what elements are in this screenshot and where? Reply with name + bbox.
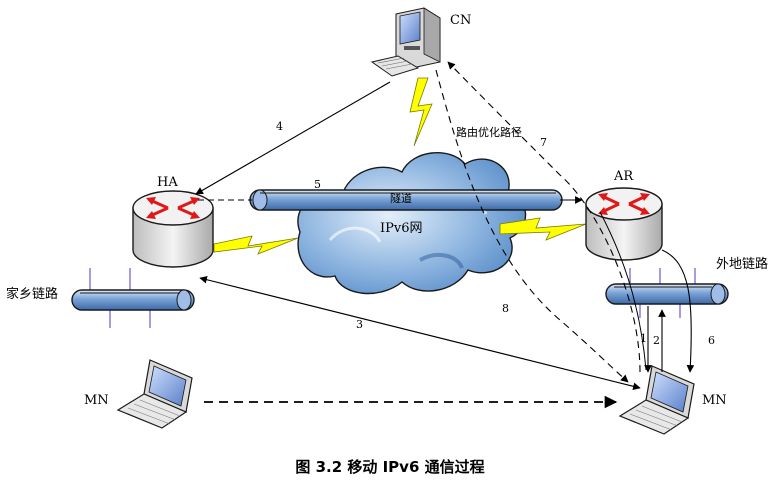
step-label-2: 2 [653,334,660,347]
tunnel-pipe [249,189,563,211]
arrow-3-mn-ha [199,275,641,391]
step-label-5: 5 [314,178,321,191]
node-label-ar: AR [613,169,634,184]
step-label-7: 7 [540,136,547,149]
lightning-bolt-cn [409,77,433,147]
node-label-mn-left: MN [84,393,109,408]
lightning-bolt-ar [499,217,587,241]
ha-router [132,190,214,268]
step-label-3: 3 [356,318,363,331]
arrow-6-ar-to-mn [661,249,695,373]
step-label-1: 1 [640,332,647,345]
arrow-4-cn-to-ha [195,81,391,195]
home-link-label: 家乡链路 [6,286,58,302]
cn-computer-icon [370,7,441,77]
arrow-7-route-optimization [447,61,641,373]
mn-laptop-right-icon [618,365,695,435]
step-label-4: 4 [276,120,283,133]
node-label-mn-right: MN [702,393,727,408]
node-label-cn: CN [450,13,471,28]
route-optimization-label: 路由优化路径 [456,125,522,139]
figure-caption: 图 3.2 移动 IPv6 通信过程 [295,458,484,476]
mn-laptop-left-icon [116,359,193,429]
ipv6-network-label: IPv6网 [380,221,423,236]
step-label-6: 6 [708,334,715,347]
ar-router [585,187,663,261]
step-label-8: 8 [502,302,509,315]
tunnel-label: 隧道 [390,191,412,205]
foreign-link-pipe [605,268,729,318]
home-link-pipe [71,268,195,328]
lightning-bolt-ha [213,235,299,255]
arrow-ar-exit [599,211,647,371]
foreign-link-label: 外地链路 [716,256,768,272]
node-label-ha: HA [157,175,178,190]
arrow-8-cn-to-mn [435,69,629,383]
